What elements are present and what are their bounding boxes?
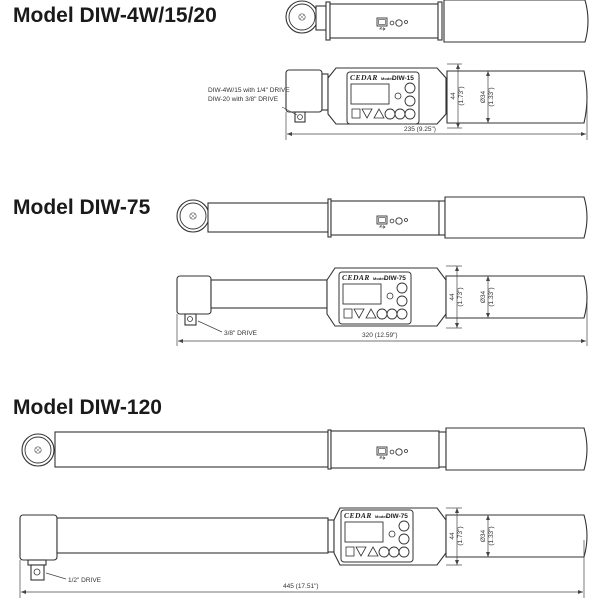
head-ratchet-icon xyxy=(285,0,319,34)
model-label: DIW-75 xyxy=(384,275,406,282)
model-title: Model DIW-4W/15/20 xyxy=(13,4,217,27)
grip-diameter-label: Ø34 xyxy=(480,290,487,303)
svg-text:Model: Model xyxy=(375,514,387,519)
svg-text:(1.73"): (1.73") xyxy=(457,526,464,545)
model-title: Model DIW-120 xyxy=(13,396,162,419)
body-height-label: 44 xyxy=(449,532,456,540)
model-title: Model DIW-75 xyxy=(13,196,151,219)
svg-text:(1.33"): (1.33") xyxy=(488,526,495,545)
svg-text:(1.33"): (1.33") xyxy=(488,87,495,106)
overall-length-label: 445 (17.51") xyxy=(283,583,319,590)
square-drive-icon xyxy=(33,568,41,576)
brand-label: CEDAR xyxy=(342,273,370,282)
drive-note: DIW-4W/15 with 1/4" DRIVE xyxy=(208,87,290,94)
body-height-label: 44 xyxy=(450,92,457,100)
model-section-diw-75: Model DIW-75 CEDAR Model DIW-75 xyxy=(13,196,588,346)
head-ratchet-icon xyxy=(176,199,210,233)
model-label: DIW-75 xyxy=(386,513,408,520)
svg-text:(1.73"): (1.73") xyxy=(458,86,465,105)
overall-length-label: 320 (12.59") xyxy=(362,332,398,339)
head-ratchet-icon xyxy=(21,433,55,467)
drive-note: 3/8" DRIVE xyxy=(224,330,258,337)
model-section-diw-4w-15-20: Model DIW-4W/15/20 CEDAR Model DIW-15 xyxy=(13,0,589,140)
grip-diameter-label: Ø34 xyxy=(480,90,487,103)
side-view-drawing: CEDAR Model DIW-75 1/2" DRIVE 445 (17.51… xyxy=(19,507,588,598)
svg-text:Model: Model xyxy=(373,276,385,281)
square-drive-icon xyxy=(187,316,193,322)
body-height-label: 44 xyxy=(449,293,456,301)
svg-text:Model: Model xyxy=(381,76,393,81)
grip-diameter-label: Ø34 xyxy=(480,529,487,542)
model-label: DIW-15 xyxy=(392,75,414,82)
brand-label: CEDAR xyxy=(344,511,372,520)
overall-length-label: 235 (9.25") xyxy=(404,126,436,133)
model-section-diw-120: Model DIW-120 CEDAR Model DIW-75 xyxy=(13,396,588,598)
top-view-drawing xyxy=(21,427,588,471)
drive-note: 1/2" DRIVE xyxy=(68,577,102,584)
top-view-drawing xyxy=(176,196,588,239)
brand-label: CEDAR xyxy=(350,73,378,82)
side-view-drawing: CEDAR Model DIW-15 DIW-4W/15 with 1/4" D… xyxy=(208,63,588,140)
svg-text:(1.73"): (1.73") xyxy=(457,287,464,306)
top-view-drawing xyxy=(285,0,589,43)
svg-text:(1.33"): (1.33") xyxy=(488,287,495,306)
square-drive-icon xyxy=(297,114,303,120)
drive-note: DIW-20 with 3/8" DRIVE xyxy=(208,96,279,103)
side-view-drawing: CEDAR Model DIW-75 3/8" DRIVE 320 (12.59… xyxy=(176,265,588,346)
